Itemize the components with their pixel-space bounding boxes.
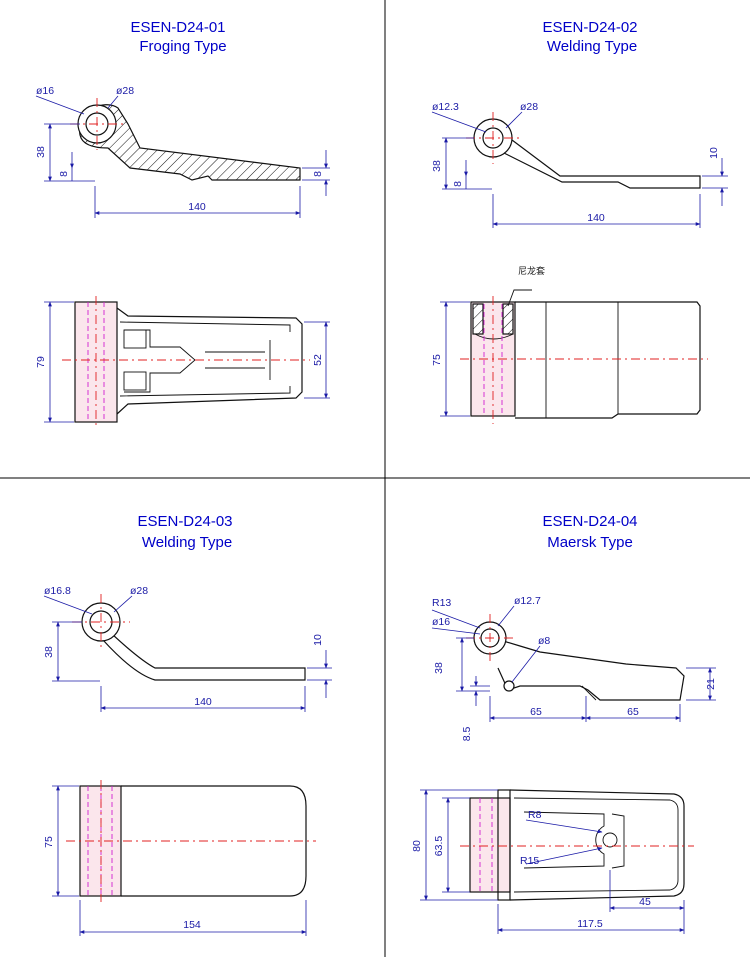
p2-dim-10: 10	[708, 147, 720, 159]
p2-dim-8: 8	[452, 181, 464, 187]
p2-dim-140: 140	[587, 212, 605, 224]
panel-4-side-view: R13 ø12.7 ø16 ø8 38 21 65 65 8.5	[431, 595, 717, 742]
p2-dim-38: 38	[431, 160, 443, 172]
p4-dim-21: 21	[705, 678, 717, 690]
p4-dim-dia12-7: ø12.7	[514, 595, 541, 607]
p2-note-nylon-sleeve: 尼龙套	[518, 265, 545, 277]
panel-3-plan-view: 75 154	[43, 780, 316, 936]
panel-esen-d24-01: ESEN-D24-01 Froging Type ø16 ø28 3	[35, 19, 330, 428]
panel-1-side-view: ø16 ø28 38 8 8 140	[35, 85, 330, 218]
p3-dim-dia16-8: ø16.8	[44, 585, 71, 597]
p1-dim-8-right: 8	[312, 171, 324, 177]
p3-dim-140: 140	[194, 696, 212, 708]
p4-dim-80: 80	[411, 840, 423, 852]
panel-esen-d24-03: ESEN-D24-03 Welding Type ø16.8 ø28 38 10	[43, 513, 332, 936]
p1-dim-dia28: ø28	[116, 85, 134, 97]
p4-dim-r8: R8	[528, 809, 542, 821]
p1-dim-79: 79	[35, 356, 47, 368]
p3-dim-75: 75	[43, 836, 55, 848]
panel-1-plan-view: 79 52	[35, 296, 330, 428]
panel-3-type: Welding Type	[142, 534, 232, 551]
panel-4-plan-view: R8 R15 80 63.5 45 117.5	[411, 789, 694, 934]
p4-dim-117-5: 117.5	[577, 918, 603, 930]
p2-dim-dia28: ø28	[520, 101, 538, 113]
p4-dim-dia8: ø8	[538, 635, 550, 647]
p4-dim-45: 45	[639, 896, 651, 908]
panel-esen-d24-04: ESEN-D24-04 Maersk Type	[411, 513, 717, 934]
panel-3-code: ESEN-D24-03	[137, 513, 232, 530]
p3-dim-154: 154	[183, 919, 201, 931]
panel-4-code: ESEN-D24-04	[542, 513, 637, 530]
p4-dim-dia16: ø16	[432, 616, 450, 628]
p1-dim-38: 38	[35, 146, 47, 158]
p2-dim-dia12-3: ø12.3	[432, 101, 459, 113]
p2-dim-75: 75	[431, 354, 443, 366]
p3-dim-10: 10	[312, 634, 324, 646]
p4-dim-38: 38	[433, 662, 445, 674]
panel-2-side-view: ø12.3 ø28 38 8 10 140	[431, 101, 728, 228]
p1-dim-dia16: ø16	[36, 85, 54, 97]
p1-dim-140: 140	[188, 201, 206, 213]
p3-dim-dia28: ø28	[130, 585, 148, 597]
p1-dim-52: 52	[312, 354, 324, 366]
p4-dim-8-5: 8.5	[461, 727, 473, 742]
panel-4-type: Maersk Type	[547, 534, 633, 551]
p4-dim-65-left: 65	[530, 706, 542, 718]
panel-1-code: ESEN-D24-01	[130, 19, 225, 36]
p4-dim-63-5: 63.5	[433, 836, 445, 857]
panel-2-type: Welding Type	[547, 38, 637, 55]
panel-3-side-view: ø16.8 ø28 38 10 140	[43, 585, 332, 712]
p4-dim-65-right: 65	[627, 706, 639, 718]
panel-1-type: Froging Type	[139, 38, 226, 55]
p4-dim-r15: R15	[520, 855, 539, 867]
panel-2-code: ESEN-D24-02	[542, 19, 637, 36]
panel-esen-d24-02: ESEN-D24-02 Welding Type ø12.3 ø28 38	[431, 19, 728, 424]
p3-dim-38: 38	[43, 646, 55, 658]
p1-dim-8-left: 8	[58, 171, 70, 177]
panel-2-plan-view: 尼龙套 75	[431, 265, 708, 424]
p4-dim-r13: R13	[432, 597, 451, 609]
